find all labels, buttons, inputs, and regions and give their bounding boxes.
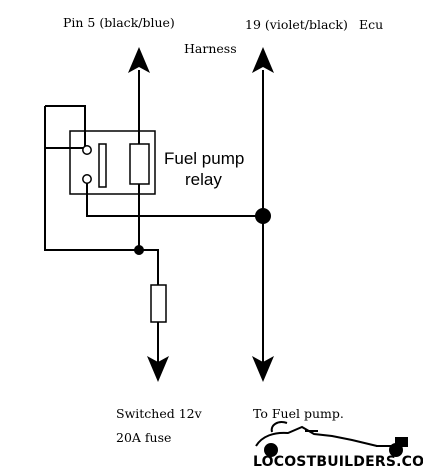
fuel-pump-relay xyxy=(69,130,156,195)
fuse-label: 20A fuse xyxy=(116,430,171,445)
harness-label: Harness xyxy=(184,41,237,56)
switched-12v-label: Switched 12v xyxy=(116,406,203,421)
ecu-junction-dot xyxy=(255,208,271,224)
pin5-label: Pin 5 (black/blue) xyxy=(63,15,175,30)
relay-pin-bottom xyxy=(82,174,92,184)
pin19-label: 19 (violet/black) xyxy=(245,17,348,32)
feed-junction-dot xyxy=(134,245,144,255)
relay-label-line2: relay xyxy=(185,170,222,189)
locostbuilders-logo-text: LOCOSTBUILDERS.CO.UK xyxy=(253,454,423,469)
fuse-feed-wire xyxy=(139,249,159,285)
relay-contact-left xyxy=(98,143,107,188)
fuse-20a xyxy=(150,284,167,323)
relay-to-ecu-wire xyxy=(86,183,263,217)
locost-car-logo-icon xyxy=(255,421,408,457)
relay-feed-loop xyxy=(44,105,155,251)
relay-label-line1: Fuel pump xyxy=(164,149,244,168)
relay-coil-right xyxy=(129,143,150,185)
ecu-label: Ecu xyxy=(359,17,383,32)
switched-12v-arrow xyxy=(147,322,169,382)
relay-pin-top xyxy=(82,145,92,155)
to-pump-label: To Fuel pump. xyxy=(253,406,344,421)
